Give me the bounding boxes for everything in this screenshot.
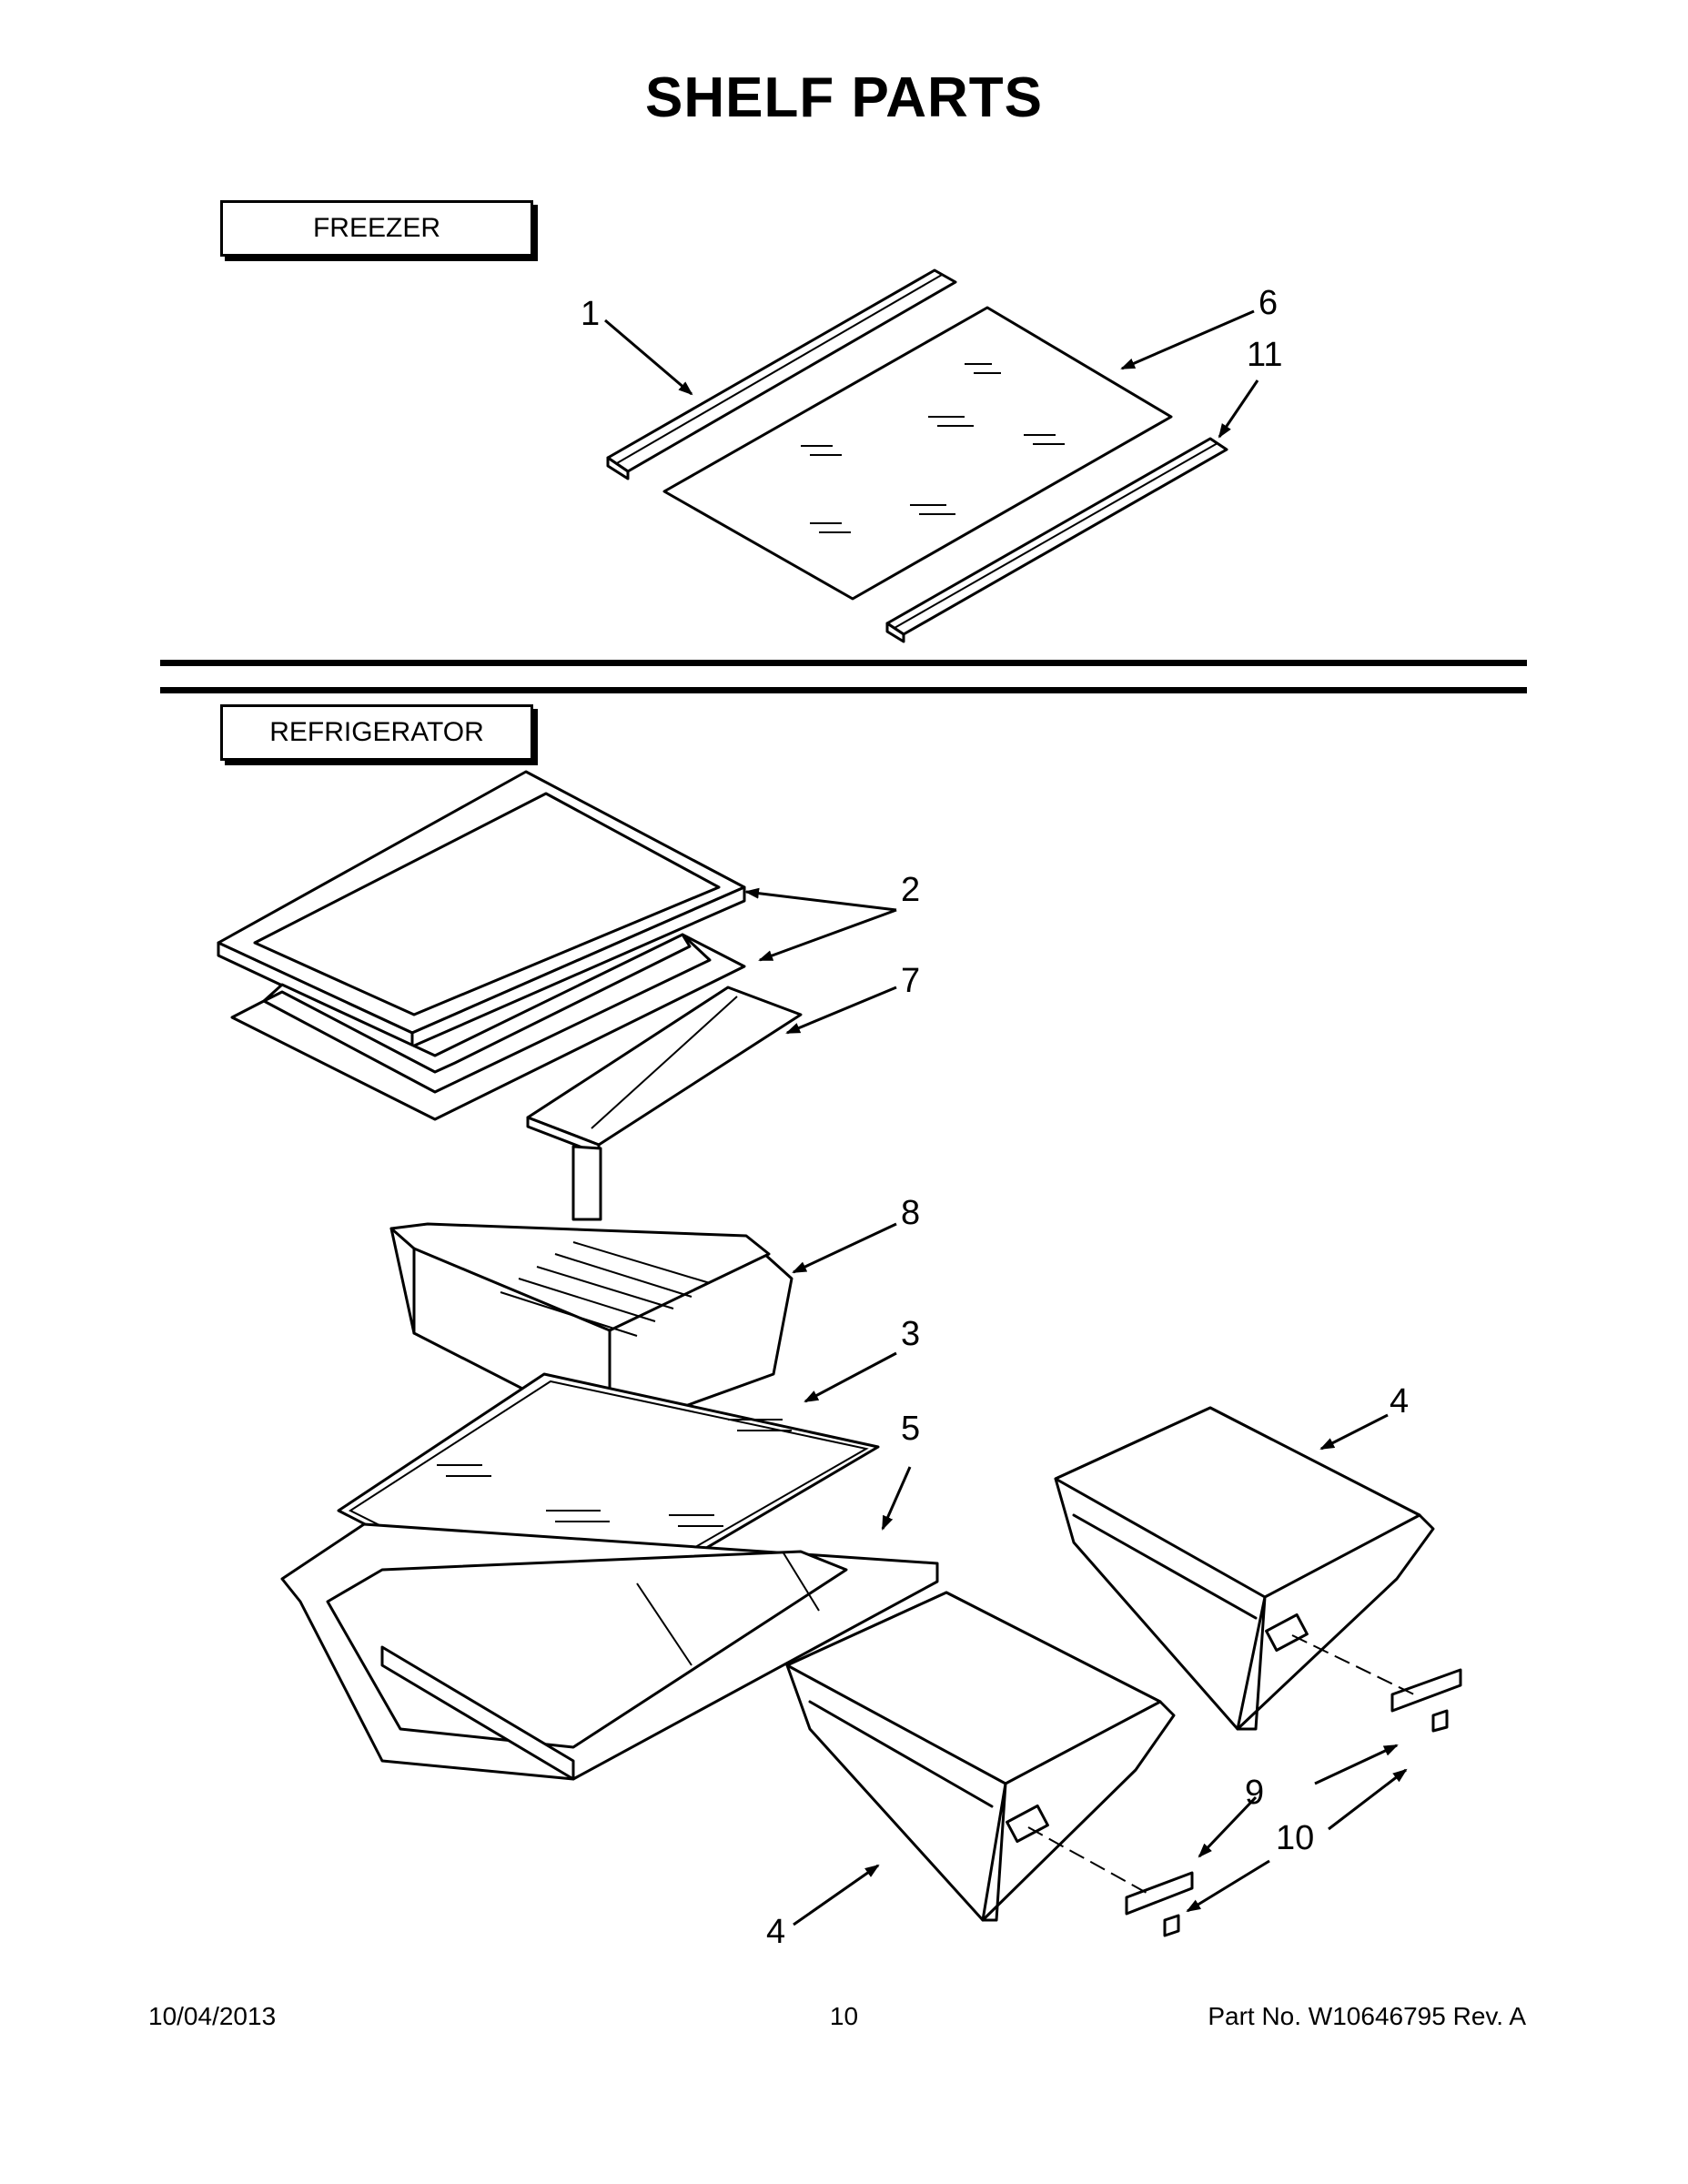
callout-number-4-right: 4 [1390, 1382, 1409, 1421]
refrigerator-shelf-frame-lower [230, 933, 746, 1121]
callout-arrow-6 [1120, 309, 1255, 370]
callout-arrow-10b [1186, 1859, 1270, 1913]
callout-arrow-4b [793, 1864, 880, 1926]
callout-number-10: 10 [1276, 1819, 1314, 1857]
crisper-cover-frame [280, 1522, 939, 1781]
refrigerator-section-label: REFRIGERATOR [220, 704, 533, 761]
callout-number-5: 5 [901, 1410, 920, 1448]
freezer-shelf-trim-front [885, 437, 1228, 643]
freezer-shelf-glass [662, 306, 1173, 601]
crisper-side-clip-9b [1125, 1871, 1194, 1937]
refrigerator-shelf-rail [526, 986, 803, 1156]
callout-arrow-2a [744, 887, 897, 912]
callout-arrow-9a [1314, 1744, 1399, 1785]
callout-number-2: 2 [901, 871, 920, 909]
callout-arrow-11 [1218, 379, 1259, 439]
callout-number-6: 6 [1258, 284, 1278, 322]
callout-number-4-left: 4 [766, 1913, 785, 1951]
footer-part-number: Part No. W10646795 Rev. A [1208, 2002, 1526, 2030]
callout-number-7: 7 [901, 962, 920, 1000]
callout-arrow-1 [604, 318, 693, 396]
footer-date: 10/04/2013 [148, 2002, 277, 2030]
callout-arrow-7 [785, 986, 897, 1035]
page-title: SHELF PARTS [645, 66, 1043, 129]
section-divider-top [160, 660, 1527, 666]
freezer-section-label: FREEZER [220, 200, 533, 257]
callout-arrow-4a [1319, 1413, 1389, 1451]
freezer-shelf-trim-rear [606, 268, 957, 480]
crisper-drawer-right [1054, 1406, 1435, 1731]
callout-number-3: 3 [901, 1315, 920, 1353]
callout-arrow-3 [804, 1351, 897, 1403]
crisper-drawer-left [785, 1591, 1176, 1922]
callout-arrow-8 [792, 1222, 897, 1274]
refrigerator-deli-drawer [389, 1145, 793, 1435]
callout-number-9: 9 [1245, 1774, 1264, 1812]
callout-arrow-10a [1328, 1768, 1408, 1831]
refrigerator-shelf-frame [217, 770, 746, 1048]
crisper-side-clip-9a [1390, 1668, 1462, 1733]
callout-arrow-2b [758, 908, 897, 962]
footer-page-number: 10 [829, 2002, 859, 2030]
callout-arrow-5 [881, 1466, 912, 1531]
callout-number-1: 1 [581, 295, 600, 333]
callout-arrow-9b [1198, 1795, 1258, 1858]
section-divider-bottom [160, 687, 1527, 693]
callout-number-11: 11 [1247, 336, 1282, 374]
callout-number-8: 8 [901, 1194, 920, 1232]
